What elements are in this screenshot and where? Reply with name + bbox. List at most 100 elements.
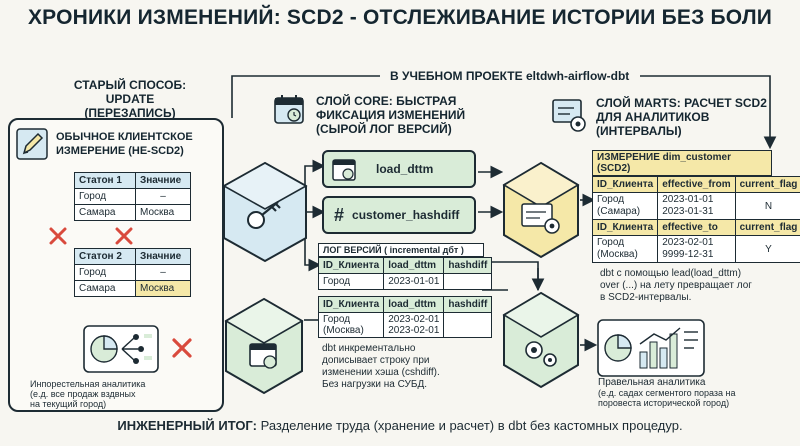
dim-r2c1b: (Москва) [597, 249, 638, 260]
core-note-line1: dbt инкрементально [322, 343, 416, 354]
dashboard-icon [521, 203, 560, 234]
arrow-to-log [304, 235, 322, 272]
table-row: ID_Клиента effective_from current_flag [591, 176, 800, 193]
dim-r1c1: Город (Самара) [591, 192, 659, 220]
table-row: ID_Клиента load_dttm hashdiff [317, 296, 493, 313]
old-t1-r1c2: – [135, 188, 191, 205]
table-row: Город (Самара) 2023-01-01 2023-01-31 N [591, 192, 800, 220]
old-way-header-line2: UPDATE (ПЕРЕЗАПИСЬ) [84, 92, 176, 120]
core-note-line2: дописывает строку при [322, 355, 430, 366]
pie-chart-icon [83, 325, 159, 373]
pencil-icon [16, 128, 48, 160]
core-header-line3: (СЫРОЙ ЛОГ ВЕРСИЙ) [316, 122, 452, 136]
marts-header: СЛОЙ MARTS: РАСЧЕТ SCD2 ДЛЯ АНАЛИТИКОВ (… [596, 96, 767, 138]
old-caption-line1: Инпорестельная аналитика [30, 379, 146, 389]
hashdiff-pill: # customer_hashdiff [322, 196, 476, 234]
dim-r1c2a: 2023-01-01 [662, 194, 714, 205]
marts-note-line2: over (...) на лету превращает лог [600, 280, 752, 291]
version-log-2: ID_Клиента load_dttm hashdiff Город (Мос… [317, 296, 493, 338]
table-row: Статон 2 Значние [74, 248, 191, 265]
log2-r1c1: Город (Москва) [317, 312, 385, 338]
table-row: Город (Москва) 2023-02-01 2023-02-01 [317, 312, 493, 338]
old-way-subheader-line1: ОБЫЧНОЕ КЛИЕНТСКОЕ [56, 131, 193, 143]
project-bracket-right [640, 75, 777, 150]
old-t2-h2: Значние [135, 248, 191, 265]
marts-caption-line2: (е.д. садах сегментого пораза на [598, 388, 736, 398]
dim-table: ID_Клиента effective_from current_flag Г… [591, 176, 800, 263]
old-t1-h1: Статон 1 [74, 172, 136, 189]
cross-icon [115, 227, 133, 245]
table-row: Самара Москва [74, 204, 191, 221]
hashdiff-label: customer_hashdiff [352, 208, 460, 222]
log-r1c3 [443, 273, 493, 290]
dim-r2c1: Город (Москва) [591, 235, 659, 263]
old-table-1: Статон 1 Значние Город – Самара Москва [74, 172, 191, 221]
log2-r1c2a: 2023-02-01 [388, 314, 440, 325]
dim-hb-c1: ID_Клиента [591, 219, 659, 236]
old-t2-r2c2: Москва [135, 280, 191, 297]
log2-r1c1b: (Москва) [323, 325, 364, 336]
dim-r2c2: 2023-02-01 9999-12-31 [657, 235, 736, 263]
core-note: dbt инкрементально дописывает строку при… [322, 343, 492, 391]
core-header: СЛОЙ CORE: БЫСТРАЯ ФИКСАЦИЯ ИЗМЕНЕНИЙ (С… [316, 94, 465, 136]
old-t1-r2c2: Москва [135, 204, 191, 221]
marts-note-line1: dbt с помощью lead(load_dttm) [600, 268, 742, 279]
dim-ha-c3: current_flag [734, 176, 800, 193]
dim-r1c2: 2023-01-01 2023-01-31 [657, 192, 736, 220]
table-row: Город 2023-01-01 [317, 273, 493, 290]
table-row: ID_Клиента load_dttm hashdiff [317, 257, 493, 274]
dim-customer: ИЗМЕРЕНИЕ dim_customer (SCD2) ID_Клиента… [591, 150, 800, 263]
dim-r1c2b: 2023-01-31 [662, 206, 714, 217]
cross-icon [172, 338, 192, 358]
table-row: Город – [74, 188, 191, 205]
table-row: Самара Москва [74, 280, 191, 297]
dim-title: ИЗМЕРЕНИЕ dim_customer (SCD2) [592, 150, 772, 176]
arrow-to-load-dttm [304, 159, 326, 190]
marts-analytics-hexagon [502, 291, 580, 389]
log2-r1c1a: Город [323, 314, 351, 325]
marts-caption: Правельная аналитика (е.д. садах сегмент… [598, 378, 798, 409]
log2-col-1: ID_Клиента [317, 296, 385, 313]
old-way-header: СТАРЫЙ СПОСОБ: UPDATE (ПЕРЕЗАПИСЬ) [60, 78, 200, 120]
log-r1c2: 2023-01-01 [383, 273, 445, 290]
dim-hb-c2: effective_to [657, 219, 736, 236]
log-table: ID_Клиента load_dttm hashdiff Город 2023… [317, 257, 493, 290]
table-row: Город (Москва) 2023-02-01 9999-12-31 Y [591, 235, 800, 263]
log2-r1c3 [443, 312, 493, 338]
marts-compute-hexagon [502, 161, 580, 259]
dashboard-gear-icon [552, 99, 586, 132]
core-header-line1: СЛОЙ CORE: БЫСТРАЯ [316, 94, 457, 108]
dim-r1c3: N [734, 192, 800, 220]
hash-icon: # [334, 204, 345, 225]
log2-col-3: hashdiff [443, 296, 493, 313]
cross-icon [49, 227, 67, 245]
footer-summary: ИНЖЕНЕРНЫЙ ИТОГ: Разделение труда (хране… [0, 418, 800, 433]
footer-text: Разделение труда (хранение и расчет) в d… [256, 418, 683, 433]
core-note-line3: изменении хэша (cshdiff). [322, 367, 440, 378]
core-header-line2: ФИКСАЦИЯ ИЗМЕНЕНИЙ [316, 108, 466, 122]
dim-r2c3: Y [734, 235, 800, 263]
old-t2-r2c1: Самара [74, 280, 136, 297]
log2-col-2: load_dttm [383, 296, 445, 313]
dim-ha-c2: effective_from [657, 176, 736, 193]
old-way-subheader-line2: ИЗМЕРЕНИЕ (НЕ-SCD2) [56, 145, 184, 157]
old-table-2: Статон 2 Значние Город – Самара Москва [74, 248, 191, 297]
log-r1c1: Город [317, 273, 385, 290]
marts-caption-line3: поровеста исторической город) [598, 398, 730, 408]
calendar-icon [274, 95, 304, 124]
old-caption: Инпорестельная аналитика (е.д. все прода… [30, 379, 210, 409]
log-col-1: ID_Клиента [317, 257, 385, 274]
key-icon [247, 201, 281, 229]
old-t2-h1: Статон 2 [74, 248, 136, 265]
project-label: В УЧЕБНОМ ПРОЕКТЕ eltdwh-airflow-dbt [390, 69, 630, 83]
core-calendar-hexagon [224, 297, 304, 395]
calendar-icon [249, 343, 277, 369]
dim-r2c2b: 9999-12-31 [662, 249, 714, 260]
footer-bold: ИНЖЕНЕРНЫЙ ИТОГ: [117, 418, 257, 433]
table-row: ID_Клиента effective_to current_flag [591, 219, 800, 236]
old-t2-r1c2: – [135, 264, 191, 281]
dim-r1c1b: (Самара) [597, 206, 641, 217]
log2-r1c2: 2023-02-01 2023-02-01 [383, 312, 445, 338]
old-caption-line2: (е.д. все продаж вздвных [30, 389, 136, 399]
bar-chart-icon [597, 319, 705, 377]
